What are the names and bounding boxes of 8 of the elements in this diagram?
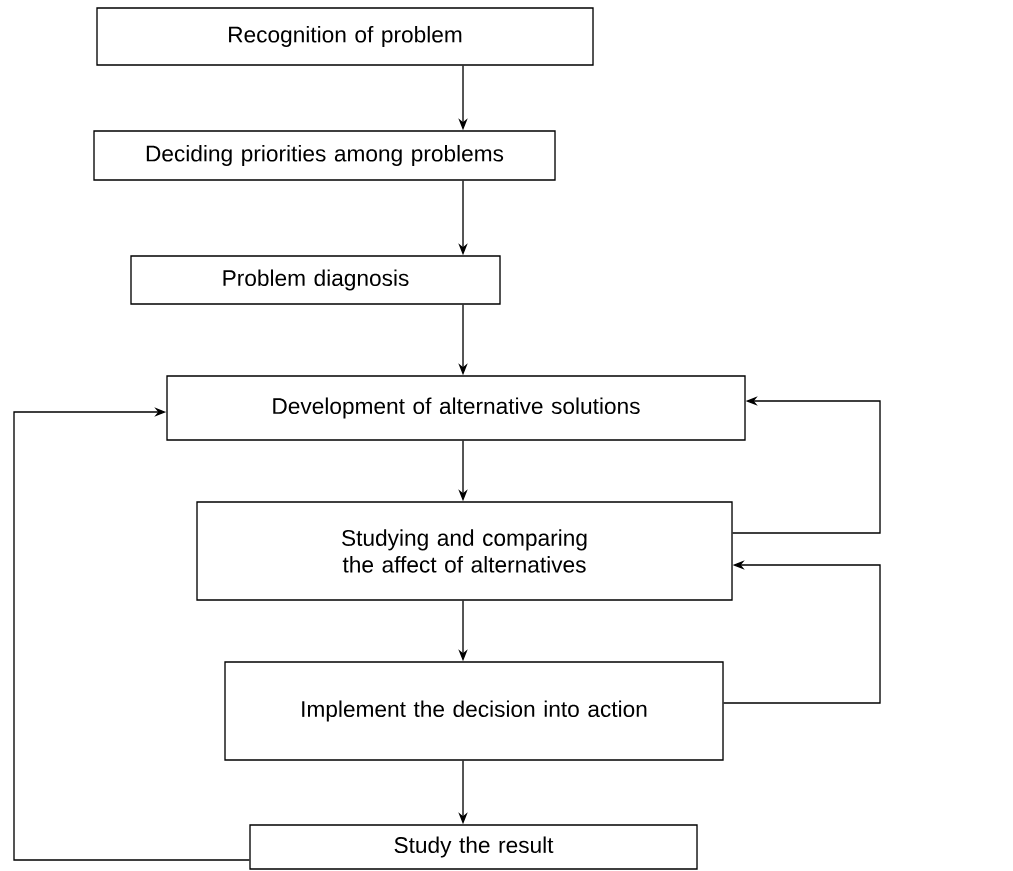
process-box: Deciding priorities among problems bbox=[93, 130, 556, 181]
process-box: Problem diagnosis bbox=[130, 255, 501, 305]
arrow bbox=[13, 407, 250, 861]
process-box: Recognition of problem bbox=[96, 7, 594, 66]
process-box: Implement the decision into action bbox=[224, 661, 724, 761]
process-box: Development of alternative solutions bbox=[166, 375, 746, 441]
process-box: Studying and comparing the affect of alternatives bbox=[196, 501, 733, 601]
process-box: Study the result bbox=[249, 824, 698, 870]
